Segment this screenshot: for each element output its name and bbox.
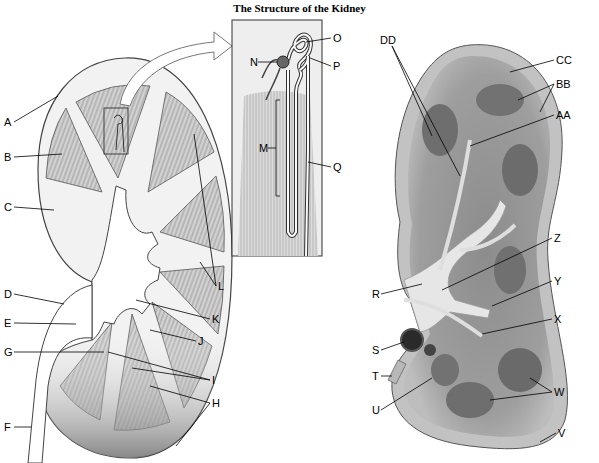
leader-line [268,148,276,149]
nephron-inset [232,20,322,256]
arteriole [262,60,280,100]
medulla-region [431,354,459,386]
medulla-region [498,348,542,392]
leader-line [510,60,554,72]
leader-line [381,342,404,350]
leader-line [108,352,210,380]
diagram-title: The Structure of the Kidney [0,2,599,14]
callout-letter: S [372,344,379,356]
medulla-region [446,382,494,418]
callout-letter: DD [380,34,396,46]
renal-vessel [404,140,515,336]
callout-letter: P [333,60,340,72]
callout-letter: J [198,335,204,347]
callout-letter: U [372,404,380,416]
leader-line [14,323,76,324]
leader-line [258,62,277,63]
leader-line [150,330,196,341]
photo-interior [404,56,554,437]
callout-letter: M [259,142,268,154]
leader-line [150,386,210,446]
callout-letter: T [372,370,379,382]
leader-line [136,300,210,319]
callout-letter: X [554,313,561,325]
photo-outline [392,45,568,449]
leader-line [490,378,552,400]
glomerulus [277,56,289,68]
renal-pyramid [148,92,214,192]
ureter [28,285,92,463]
leader-line [308,162,331,167]
renal-pyramid [160,176,224,252]
leader-line [14,294,64,304]
callout-letter: O [333,32,342,44]
leader-line [14,352,104,353]
leader-line [14,154,62,157]
collecting-duct [300,56,308,256]
renal-artery-section [401,329,423,351]
callout-letter: L [218,280,224,292]
callout-letter: AA [556,109,571,121]
inset-frame [232,20,322,256]
renal-pelvis [92,186,160,340]
leader-line [482,319,552,334]
leader-line [518,84,554,112]
callout-letter: E [4,317,11,329]
callout-letter: W [554,386,564,398]
leader-line [470,115,554,146]
bracket [276,100,280,196]
medulla-region [422,104,458,156]
callout-letter: F [4,421,11,433]
callout-letter: CC [556,54,572,66]
leader-line [14,96,58,122]
callout-letter: H [212,397,220,409]
callout-letter: Y [554,275,561,287]
renal-vein-section [424,344,436,356]
leader-line [306,38,331,42]
callout-letter: B [4,151,11,163]
callout-letter: A [4,116,11,128]
ureter-photo [388,360,406,384]
nephron-mini [114,115,124,152]
leader-line [194,134,216,286]
leader-line [540,433,556,442]
leader-line [492,281,552,306]
callout-letter: K [212,313,219,325]
leader-line [392,46,460,176]
renal-pyramids [30,85,240,463]
medulla-region [476,84,524,116]
loop-of-henle [288,70,301,236]
inset-marker [104,108,128,154]
callout-letter: R [372,288,380,300]
callout-letter: N [250,56,258,68]
callout-letter: V [558,427,565,439]
leader-line [381,376,392,377]
leader-line [14,207,54,210]
callout-letter: G [4,346,13,358]
leader-line [442,238,552,290]
magnify-arrow [120,32,232,106]
kidney-section [28,32,240,463]
callout-letter: Z [554,232,561,244]
kidney-photo [388,45,567,449]
leader-line [381,284,422,294]
renal-pyramid [46,108,102,192]
leader-lines [14,38,556,446]
leader-line [381,378,432,410]
leader-line [14,427,31,428]
leader-line [310,58,331,66]
callout-letter: D [4,288,12,300]
callout-letter: Q [333,161,342,173]
callout-letter: BB [556,78,571,90]
medulla-region [494,246,526,294]
medulla-region [502,144,538,196]
callout-letter: I [212,374,215,386]
loop-of-henle [288,70,301,236]
collecting-duct [300,56,308,256]
callout-letter: C [4,201,12,213]
